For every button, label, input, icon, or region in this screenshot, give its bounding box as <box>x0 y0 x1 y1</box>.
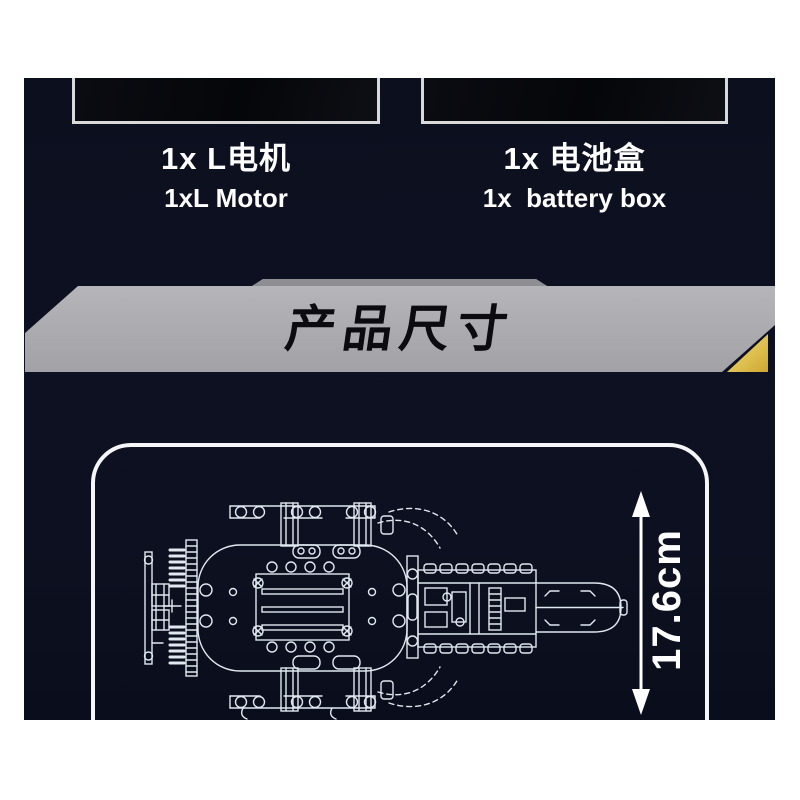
section-title: 产品尺寸 <box>282 301 518 357</box>
dimension-display-box <box>91 443 709 720</box>
gold-corner-accent <box>727 334 768 372</box>
battery-box-label-zh: 1x 电池盒 <box>503 141 646 176</box>
l-motor-label-en: 1xL Motor <box>164 183 288 213</box>
battery-box-photo <box>421 78 728 124</box>
section-banner <box>25 279 775 372</box>
l-motor-label-zh: 1x L电机 <box>160 141 292 176</box>
height-dimension-arrow-icon <box>632 491 650 715</box>
content-panel: 1x L电机 1xL Motor 1x 电池盒 1x battery box 产… <box>24 78 775 720</box>
motor-blueprint-drawing <box>143 502 628 720</box>
banner-shape <box>25 279 775 372</box>
height-dimension-label: 17.6cm <box>645 529 689 671</box>
banner-top-notch <box>252 279 547 286</box>
battery-box-label-en: 1x battery box <box>482 183 667 213</box>
l-motor-photo <box>72 78 380 124</box>
